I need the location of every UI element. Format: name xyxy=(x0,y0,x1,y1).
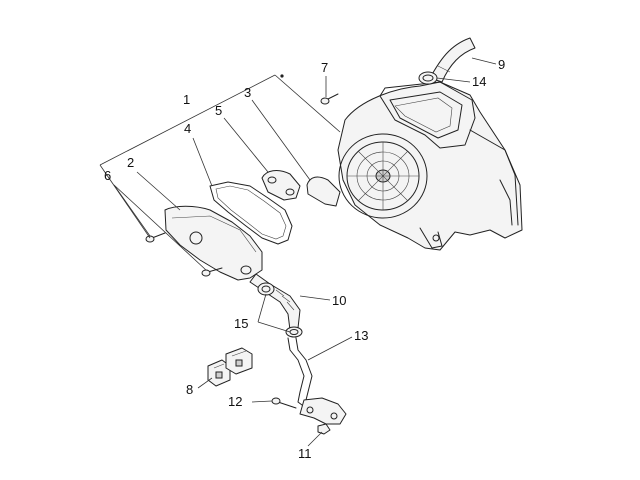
filter-element-5 xyxy=(261,170,301,201)
filter-cover-2 xyxy=(164,205,263,281)
callout-11: 11 xyxy=(298,446,312,461)
leader-lines xyxy=(99,57,497,447)
nut-11 xyxy=(317,423,331,435)
callout-12: 12 xyxy=(228,394,242,409)
breather-pipe-10 xyxy=(249,273,301,331)
fan-cooling-housing xyxy=(337,81,523,251)
callout-9: 9 xyxy=(498,57,505,72)
hose-clamp-upper xyxy=(418,71,438,85)
callout-3: 3 xyxy=(244,85,251,100)
callout-13: 13 xyxy=(354,328,368,343)
callout-4: 4 xyxy=(184,121,191,136)
retaining-clips-8 xyxy=(207,347,253,387)
hose-clamp-15-upper xyxy=(257,282,275,296)
breather-hose xyxy=(429,37,476,83)
gasket-4 xyxy=(209,181,293,245)
callout-8: 8 xyxy=(186,382,193,397)
callout-14: 14 xyxy=(472,74,486,89)
callout-6: 6 xyxy=(104,168,111,183)
callout-7: 7 xyxy=(321,60,328,75)
drain-tube-13 xyxy=(287,337,347,425)
callout-10: 10 xyxy=(332,293,346,308)
callout-15: 15 xyxy=(234,316,248,331)
callout-1: 1 xyxy=(183,92,190,107)
screw-7 xyxy=(320,93,339,105)
callout-2: 2 xyxy=(127,155,134,170)
cover-plate-3 xyxy=(306,176,341,207)
bolt-12 xyxy=(271,397,297,409)
callout-5: 5 xyxy=(215,103,222,118)
screw-6-lower xyxy=(201,267,223,277)
hose-clamp-15-lower xyxy=(285,326,303,338)
